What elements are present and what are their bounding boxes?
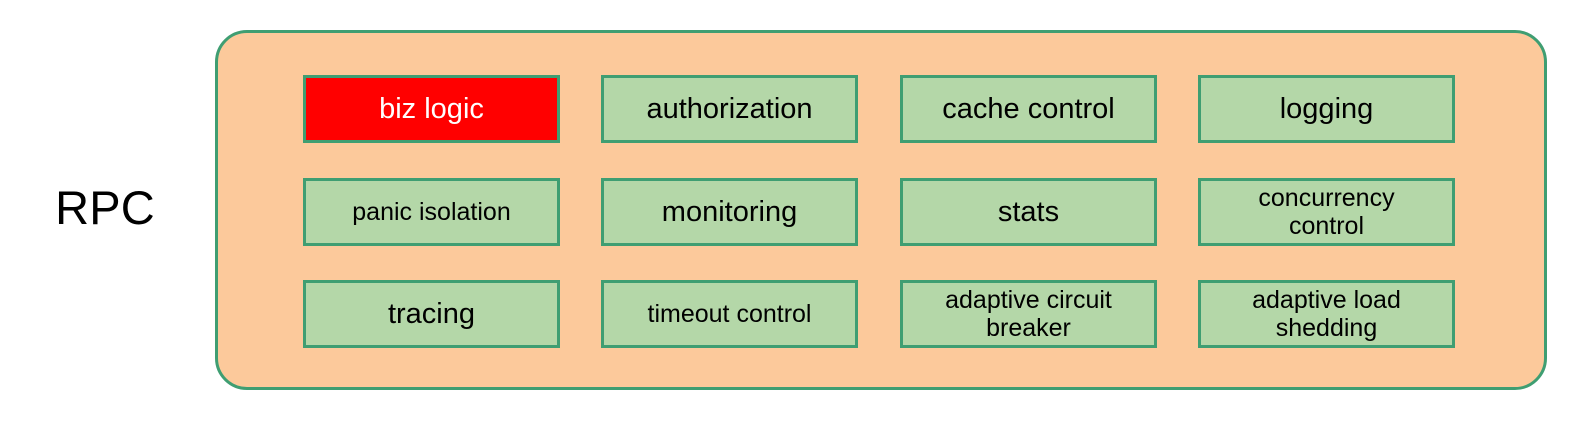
diagram-title-rpc: RPC <box>55 181 155 234</box>
feature-box-label: biz logic <box>379 92 484 125</box>
feature-box-label: adaptive circuit breaker <box>945 286 1112 342</box>
feature-box-label: concurrency control <box>1258 184 1395 240</box>
feature-box-label: adaptive load shedding <box>1252 286 1401 342</box>
feature-box-authorization[interactable]: authorization <box>601 75 858 143</box>
feature-box-timeout-control[interactable]: timeout control <box>601 280 858 348</box>
feature-box-adaptive-load-shedding[interactable]: adaptive load shedding <box>1198 280 1455 348</box>
feature-box-label: monitoring <box>661 195 798 228</box>
feature-box-label: tracing <box>387 297 476 330</box>
feature-box-monitoring[interactable]: monitoring <box>601 178 858 246</box>
feature-box-stats[interactable]: stats <box>900 178 1157 246</box>
feature-box-label: cache control <box>942 92 1115 125</box>
feature-box-biz-logic[interactable]: biz logic <box>303 75 560 143</box>
feature-box-cache-control[interactable]: cache control <box>900 75 1157 143</box>
feature-box-panic-isolation[interactable]: panic isolation <box>303 178 560 246</box>
feature-box-concurrency-control[interactable]: concurrency control <box>1198 178 1455 246</box>
feature-box-adaptive-circuit-breaker[interactable]: adaptive circuit breaker <box>900 280 1157 348</box>
feature-box-label: authorization <box>646 92 813 125</box>
feature-box-label: panic isolation <box>352 198 511 226</box>
feature-box-label: timeout control <box>647 300 812 328</box>
feature-box-label: stats <box>997 195 1060 228</box>
feature-box-label: logging <box>1279 92 1374 125</box>
rpc-feature-grid: biz logic authorization cache control lo… <box>303 75 1459 348</box>
feature-box-logging[interactable]: logging <box>1198 75 1455 143</box>
feature-box-tracing[interactable]: tracing <box>303 280 560 348</box>
rpc-container-box: biz logic authorization cache control lo… <box>215 30 1547 390</box>
